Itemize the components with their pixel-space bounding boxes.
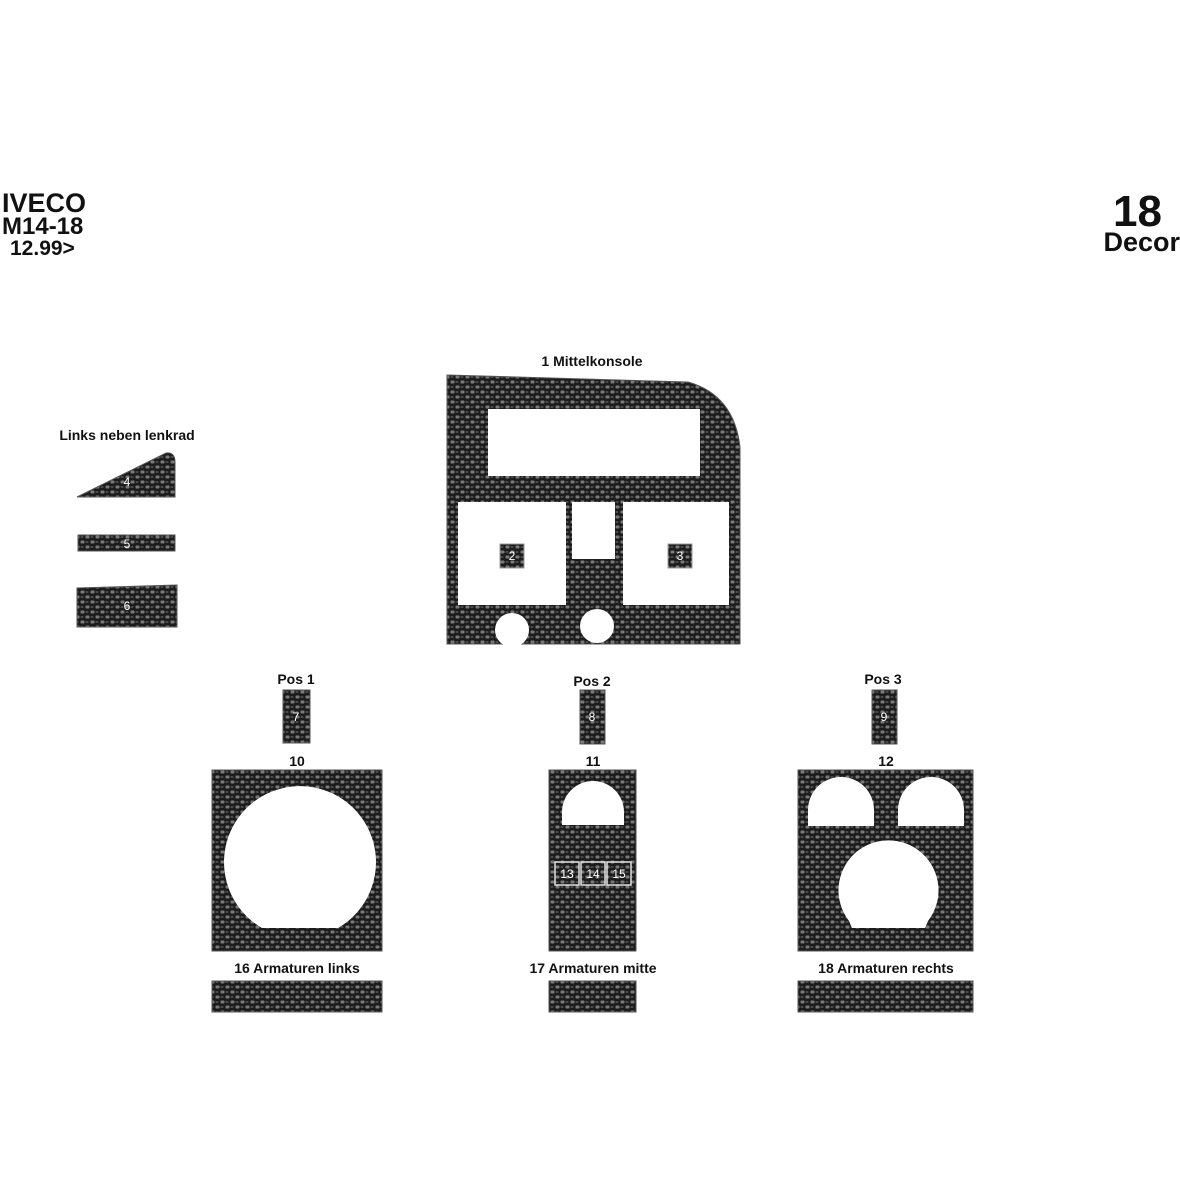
part-14 (580, 861, 606, 886)
label-part-10: 10 (289, 753, 305, 769)
part-11 (548, 769, 637, 952)
label-part-11: 11 (586, 753, 601, 769)
label-pos-3: Pos 3 (864, 671, 902, 687)
part-7 (282, 689, 311, 744)
part-13-number: 13 (560, 867, 574, 881)
part-12 (797, 769, 974, 952)
part-7-number: 7 (293, 710, 300, 724)
brand-title: IVECO (2, 188, 87, 218)
model-title: M14-18 (2, 213, 84, 240)
part-2 (499, 543, 525, 569)
label-mittelkonsole: 1 Mittelkonsole (541, 353, 642, 369)
part-3 (667, 543, 693, 569)
model-date: 12.99> (10, 237, 75, 260)
label-links-neben-lenkrad: Links neben lenkrad (59, 427, 194, 443)
part-4 (76, 452, 176, 498)
part-4-number: 4 (124, 475, 131, 489)
decor-label: Decor (1103, 227, 1180, 257)
part-9-number: 9 (881, 710, 888, 724)
part-6 (76, 584, 178, 628)
label-pos-1: Pos 1 (277, 671, 315, 687)
part-5-number: 5 (124, 537, 131, 551)
part-17 (548, 980, 637, 1013)
part-8-number: 8 (589, 710, 596, 724)
label-pos-2: Pos 2 (573, 673, 611, 689)
part-14-number: 14 (586, 867, 600, 881)
part-5 (77, 534, 176, 552)
part-10 (211, 769, 383, 952)
part-6-number: 6 (124, 599, 131, 613)
part-9 (871, 689, 898, 745)
part-15-number: 15 (612, 867, 626, 881)
part-3-number: 3 (677, 549, 684, 563)
part-16 (211, 980, 383, 1013)
piece-count: 18 (1113, 187, 1162, 236)
part-2-number: 2 (509, 549, 516, 563)
part-1-mittelkonsole (446, 374, 741, 645)
part-13 (554, 861, 580, 886)
label-armaturen-links: 16 Armaturen links (234, 960, 360, 976)
part-8 (579, 689, 606, 745)
label-part-12: 12 (878, 753, 894, 769)
part-18 (797, 980, 974, 1013)
label-armaturen-mitte: 17 Armaturen mitte (529, 960, 656, 976)
label-armaturen-rechts: 18 Armaturen rechts (818, 960, 954, 976)
part-15 (606, 861, 632, 886)
